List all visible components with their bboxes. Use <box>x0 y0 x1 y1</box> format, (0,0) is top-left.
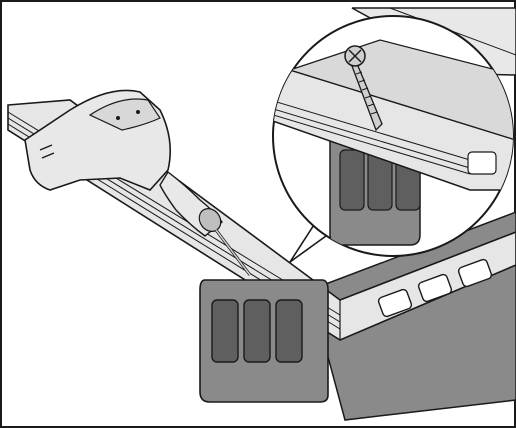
board-end-chambers <box>377 258 493 318</box>
front-joist <box>199 279 329 403</box>
screw-icon <box>344 45 383 132</box>
drill-icon <box>24 89 252 276</box>
callout-magnified-view <box>272 15 514 257</box>
